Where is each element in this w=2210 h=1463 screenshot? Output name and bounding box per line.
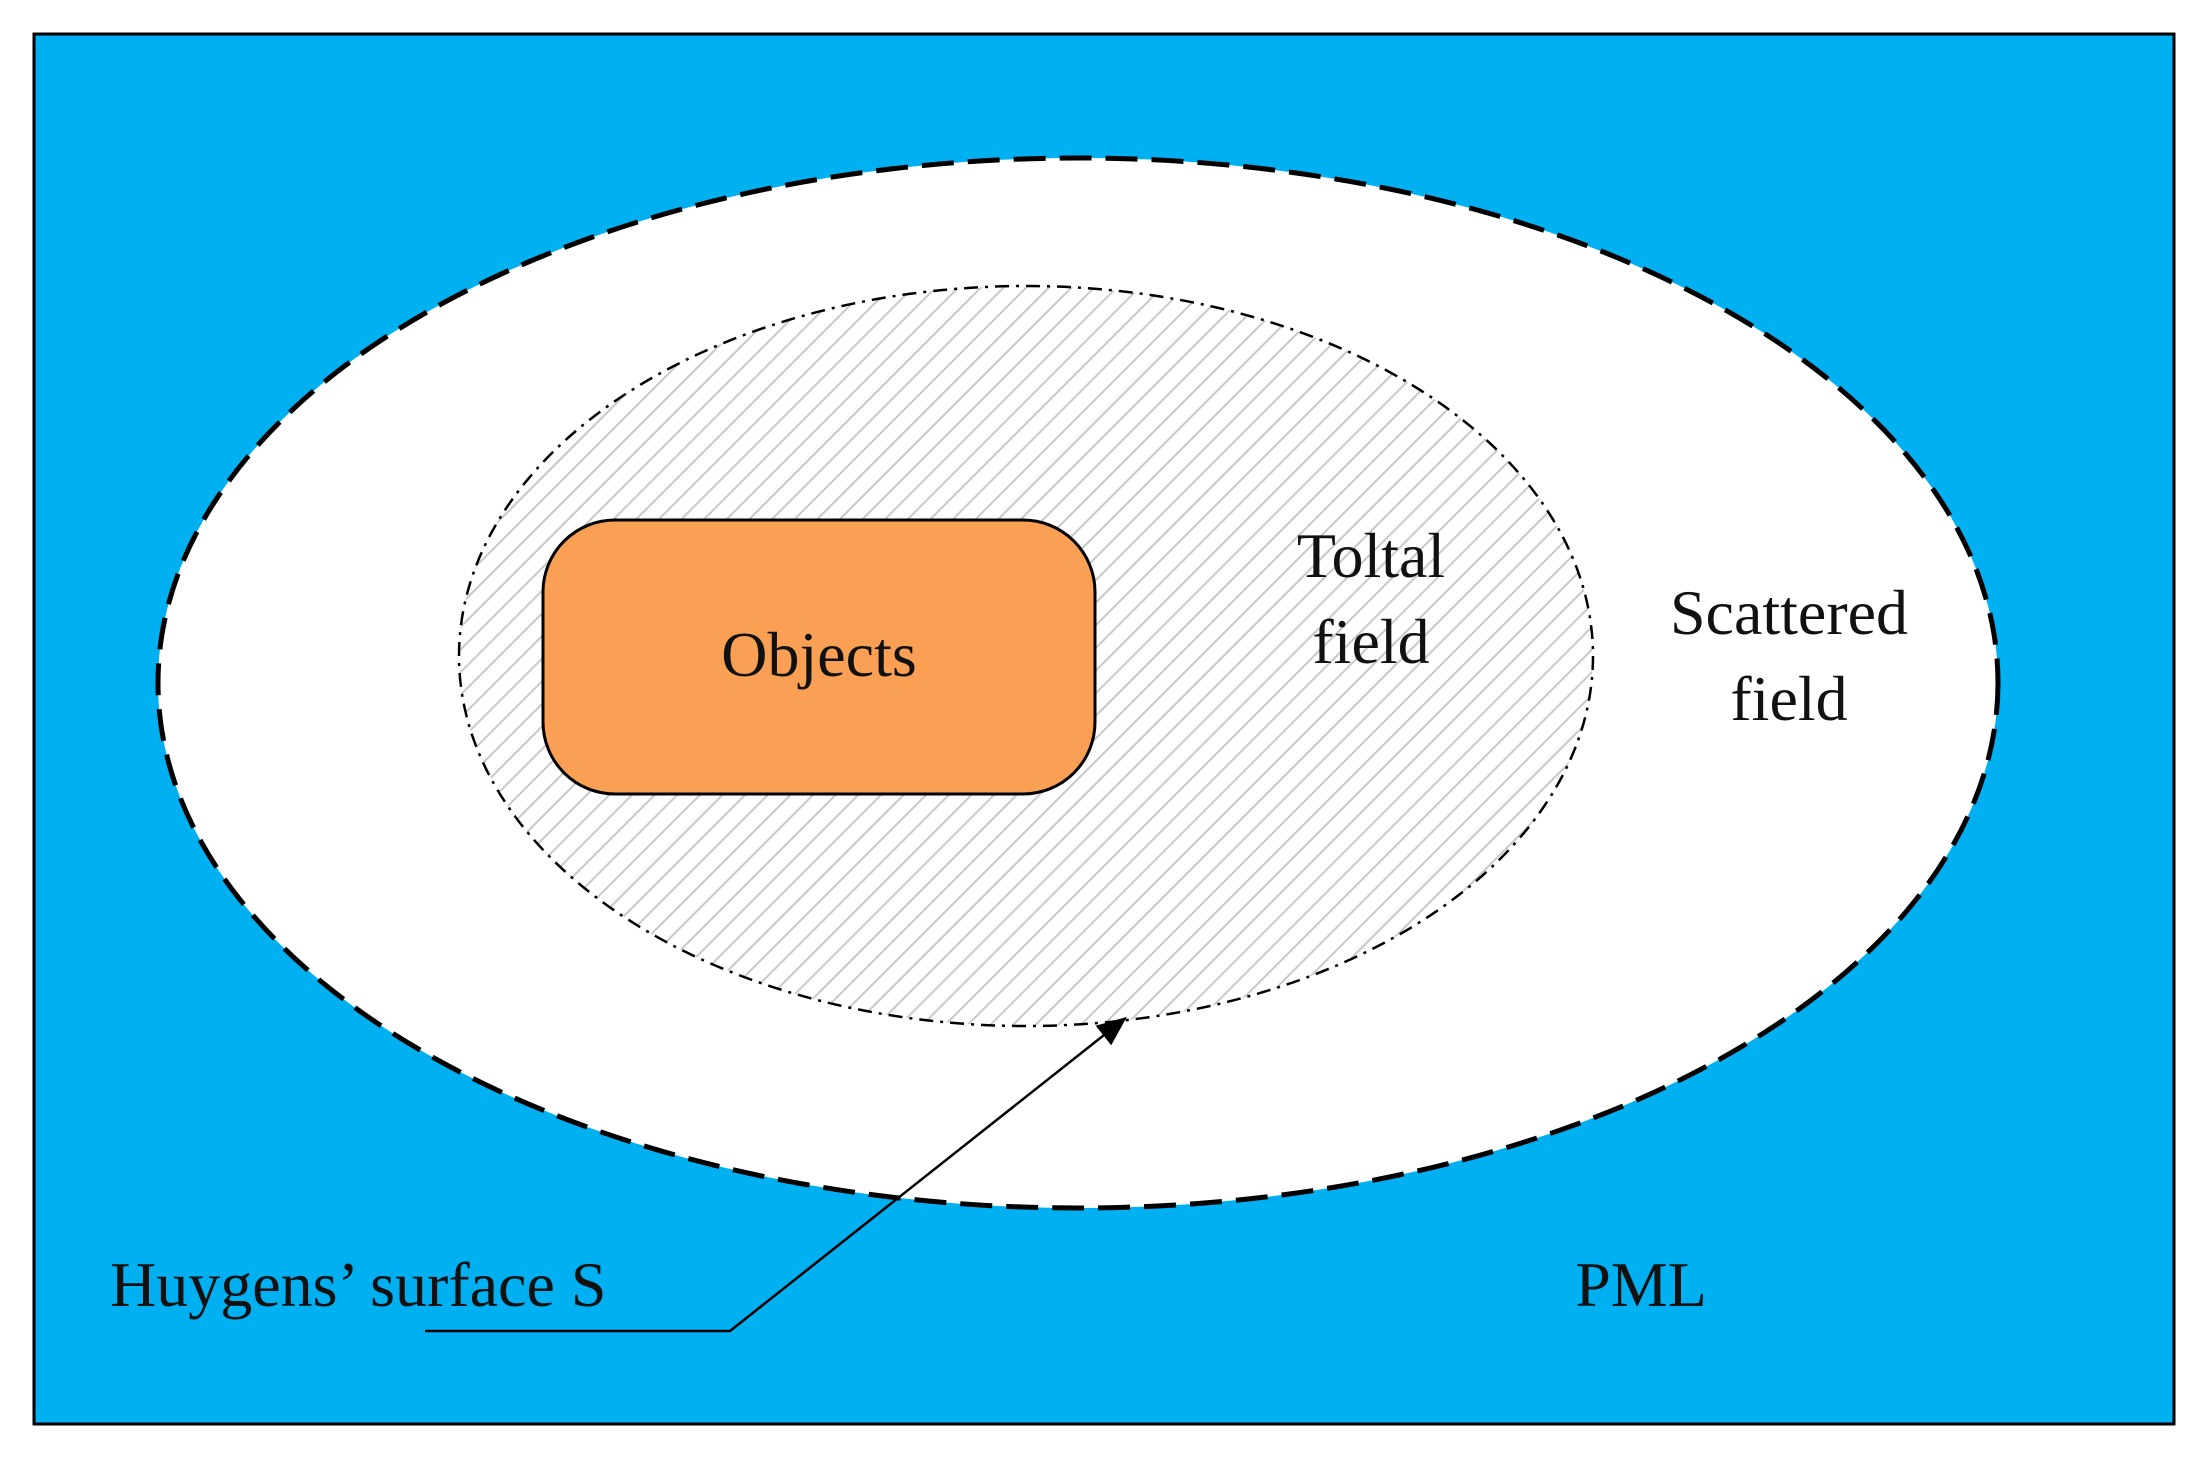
huygens-surface (457, 284, 1595, 1028)
total-field-label-line2: field (1312, 606, 1429, 677)
scattered-field-label-line1: Scattered (1670, 577, 1908, 648)
objects-label: Objects (721, 619, 917, 690)
objects-box (541, 518, 1097, 796)
huygens-leader-line (425, 1016, 1127, 1333)
pml-label: PML (1575, 1249, 1707, 1320)
scattered-field-label-line2: field (1730, 663, 1847, 734)
huygens-surface-label: Huygens’ surface S (110, 1249, 606, 1320)
total-field-label-line1: Toltal (1297, 520, 1445, 591)
